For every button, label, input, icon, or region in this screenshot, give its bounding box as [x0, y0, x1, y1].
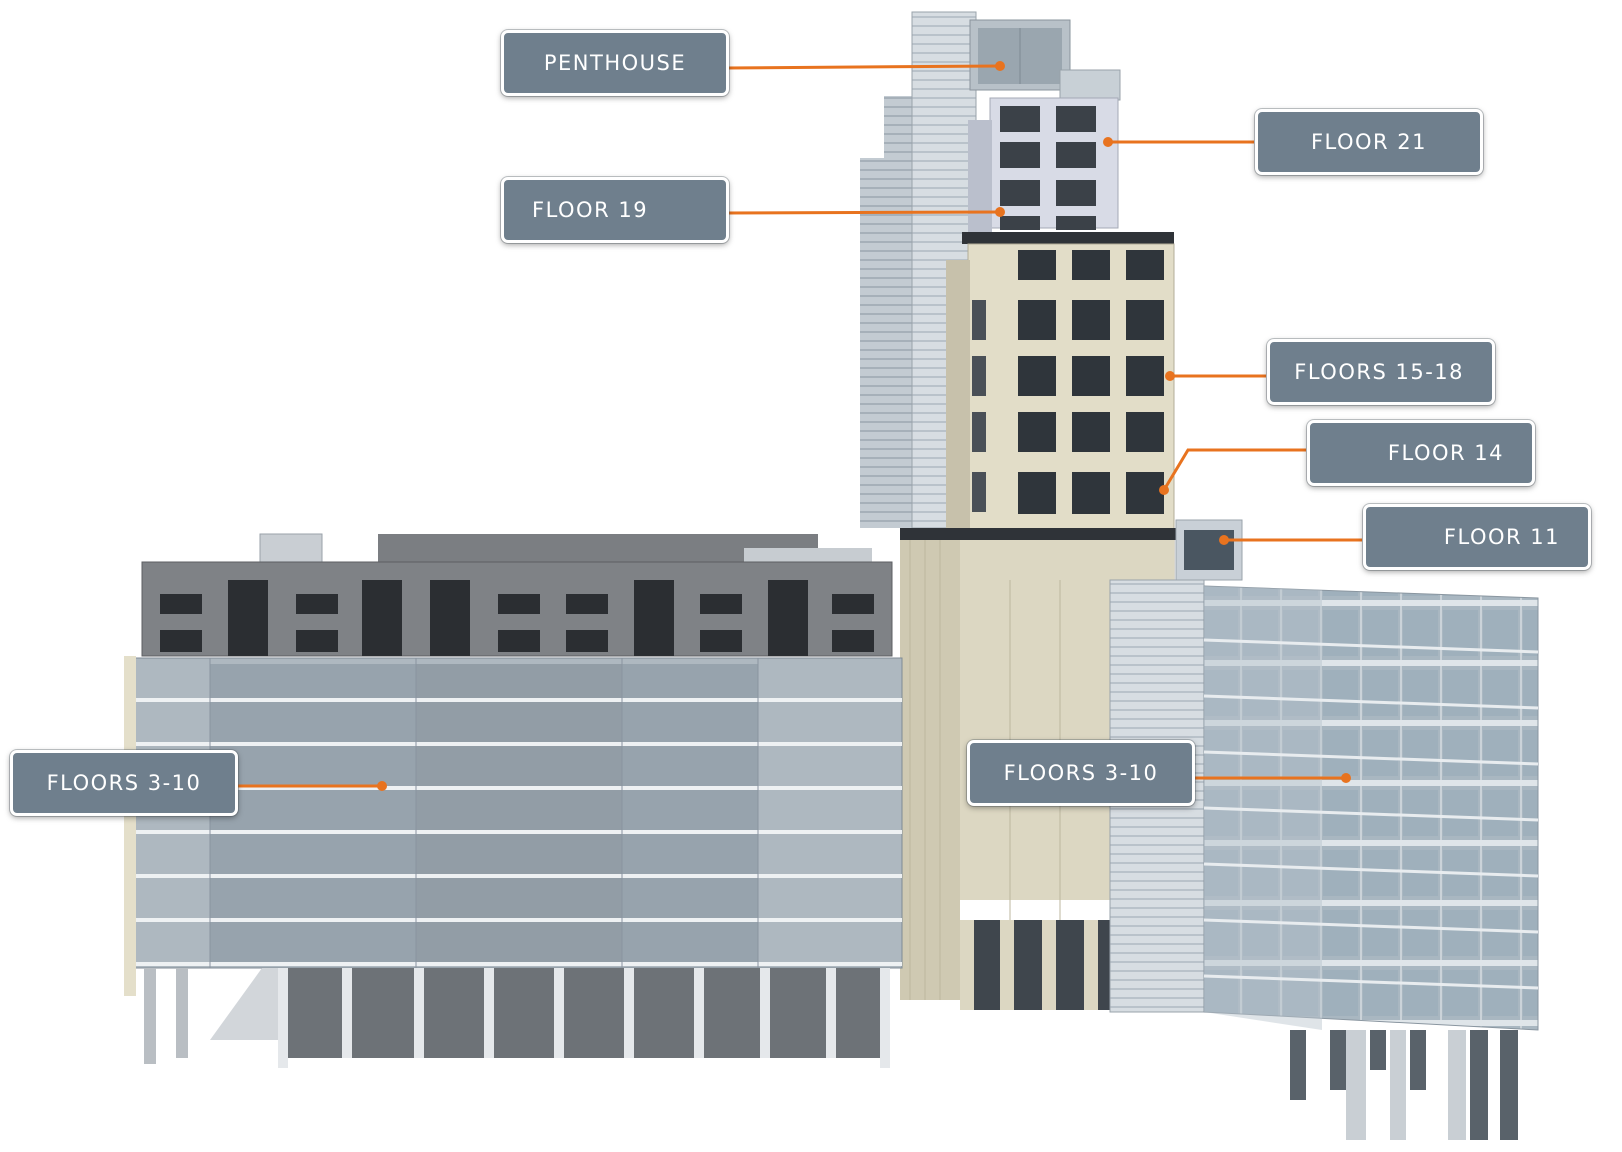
label-floors-15-18-text: FLOORS 15-18 [1294, 360, 1464, 384]
label-floors-3-10-left-text: FLOORS 3-10 [46, 771, 202, 795]
label-floor-21: FLOOR 21 [1255, 109, 1483, 175]
label-floor-11-text: FLOOR 11 [1443, 525, 1560, 549]
right-glass-wing [1109, 579, 1539, 1140]
label-floor-19-text: FLOOR 19 [532, 198, 649, 222]
label-floors-3-10-left: FLOORS 3-10 [10, 750, 238, 816]
label-floors-15-18: FLOORS 15-18 [1267, 339, 1495, 405]
callout-lines [236, 61, 1362, 791]
label-floors-3-10-right-text: FLOORS 3-10 [1003, 761, 1159, 785]
label-floor-19: FLOOR 19 [501, 177, 729, 243]
left-wing [124, 533, 903, 1068]
label-floor-14: FLOOR 14 [1307, 420, 1535, 486]
label-floors-3-10-right: FLOORS 3-10 [967, 740, 1195, 806]
label-floor-14-text: FLOOR 14 [1387, 441, 1504, 465]
label-floor-11: FLOOR 11 [1363, 504, 1591, 570]
label-penthouse: PENTHOUSE [501, 30, 729, 96]
label-floor-21-text: FLOOR 21 [1310, 130, 1428, 154]
label-penthouse-text: PENTHOUSE [543, 51, 687, 75]
